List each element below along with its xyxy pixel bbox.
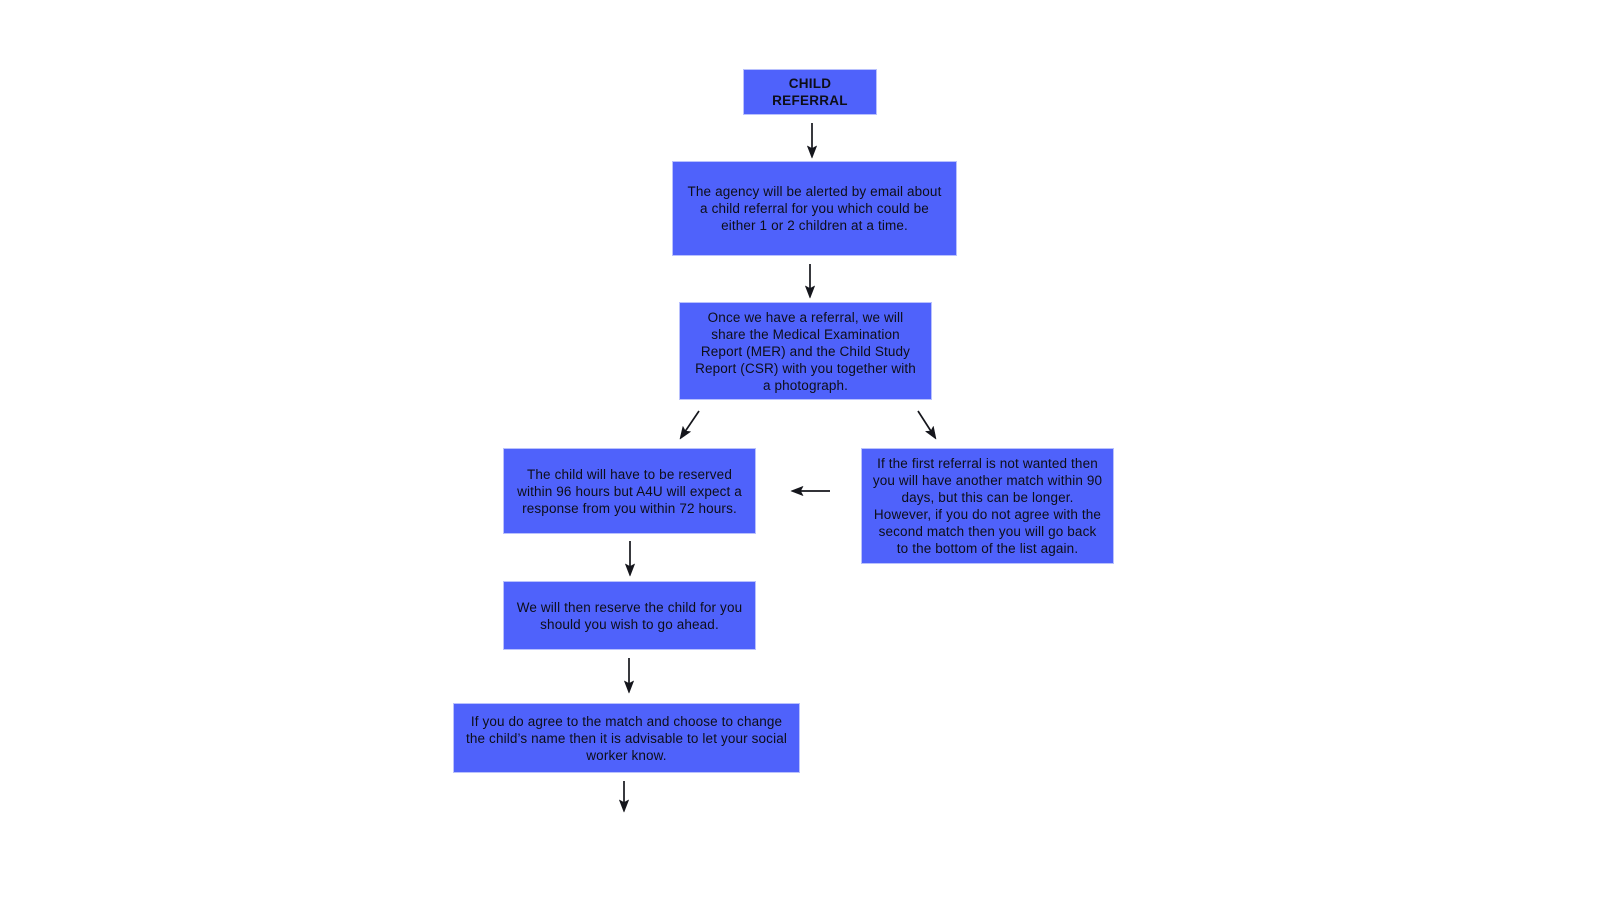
arrow-down-reserve-child-to-change-name	[624, 658, 634, 694]
flow-node-label: If you do agree to the match and choose …	[466, 713, 787, 763]
flow-node-reserve-window: The child will have to be reserved withi…	[503, 448, 756, 534]
arrow-down-agency-alert-to-share-reports	[805, 264, 815, 299]
flow-node-label: If the first referral is not wanted then…	[872, 456, 1103, 556]
arrow-left-referral-declined-to-reserve-window	[790, 486, 830, 496]
flow-node-label: We will then reserve the child for you s…	[516, 599, 743, 632]
flow-node-label: The child will have to be reserved withi…	[517, 466, 742, 516]
flow-node-reserve-child: We will then reserve the child for you s…	[503, 581, 756, 650]
flow-node-referral-declined: If the first referral is not wanted then…	[861, 448, 1114, 564]
flow-node-child-referral: CHILD REFERRAL	[743, 69, 877, 115]
flow-node-label: CHILD REFERRAL	[772, 76, 848, 108]
flow-node-share-reports: Once we have a referral, we will share t…	[679, 302, 932, 400]
flow-node-label: Once we have a referral, we will share t…	[695, 309, 916, 393]
flow-node-label: The agency will be alerted by email abou…	[687, 184, 942, 233]
flow-node-change-name: If you do agree to the match and choose …	[453, 703, 800, 773]
arrow-down-reserve-window-to-reserve-child	[625, 541, 635, 577]
arrow-down-change-name-continues-offscreen	[619, 781, 629, 813]
flow-node-agency-alert: The agency will be alerted by email abou…	[672, 161, 957, 256]
arrow-down-child-referral-to-agency-alert	[807, 123, 817, 159]
arrow-diagonal-share-reports-to-referral-declined	[917, 410, 937, 440]
arrow-diagonal-share-reports-to-reserve-window	[679, 410, 700, 440]
